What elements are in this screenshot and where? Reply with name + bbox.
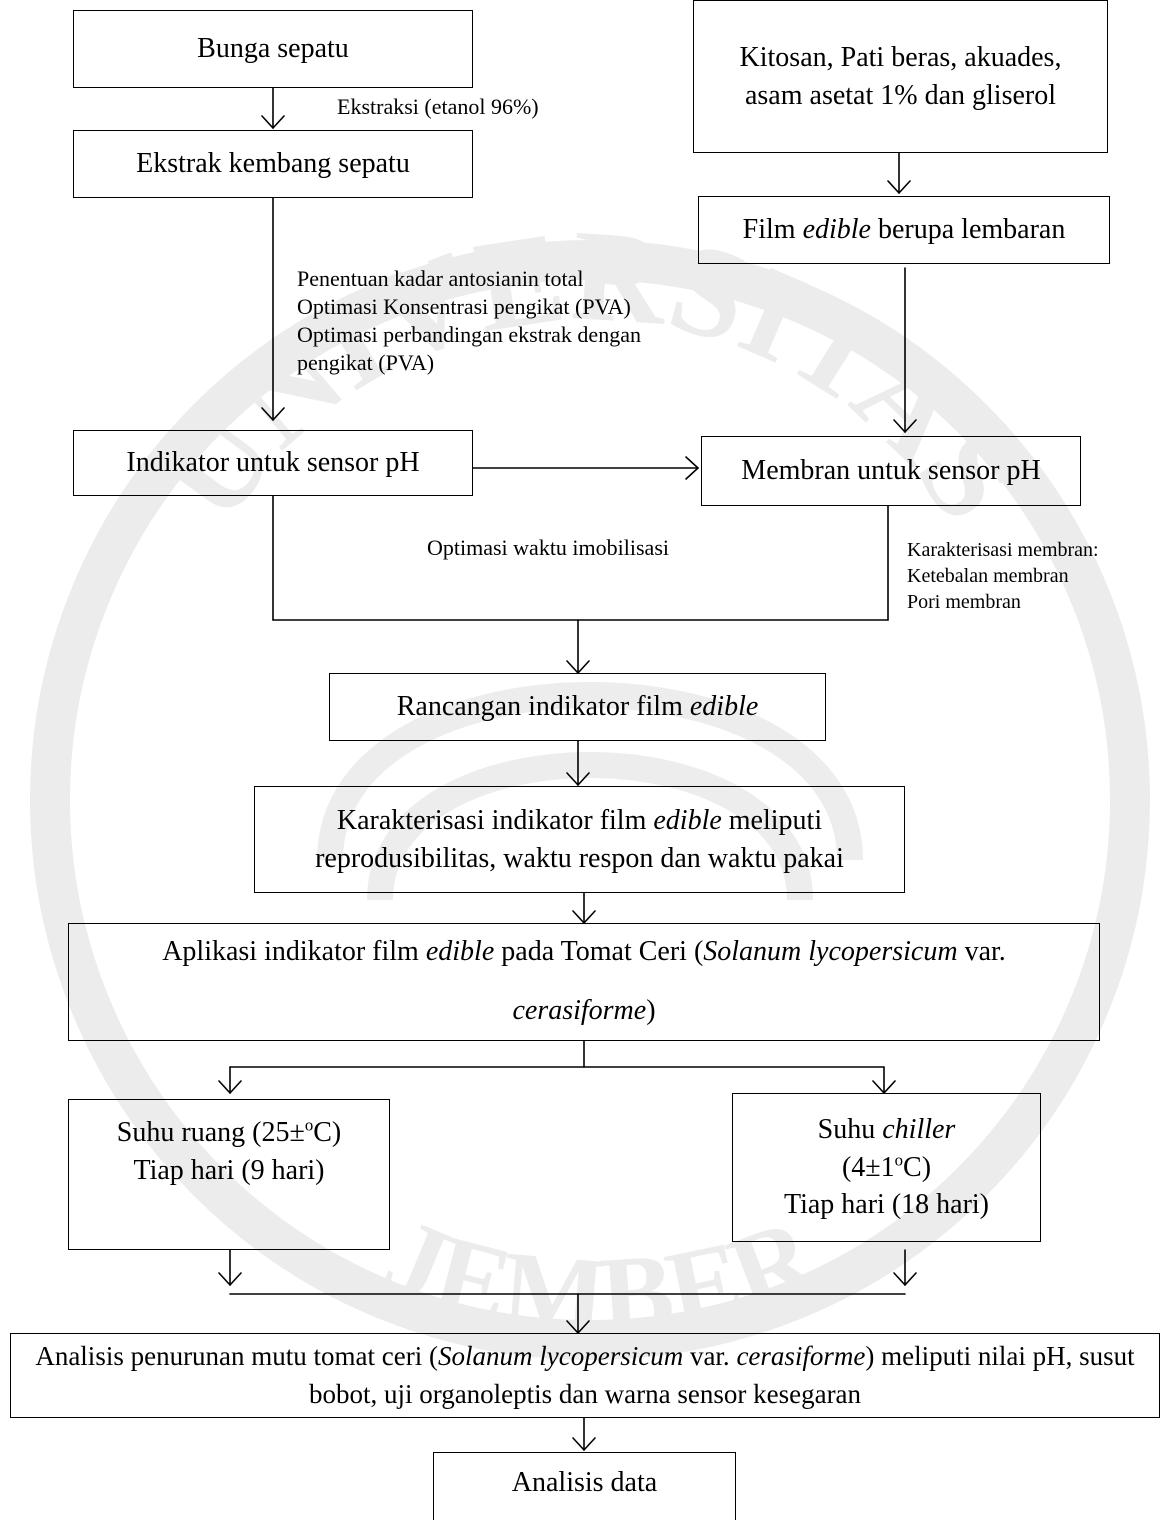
box-indikator-label: Indikator untuk sensor pH	[126, 447, 420, 479]
note-waktu-imobilisasi: Optimasi waktu imobilisasi	[427, 535, 669, 560]
box-analisis-data: Analisis data	[433, 1452, 736, 1520]
box-ekstrak: Ekstrak kembang sepatu	[73, 130, 473, 198]
box-suhu-ruang: Suhu ruang (25±oC) Tiap hari (9 hari)	[68, 1099, 390, 1250]
note-penentuan: Penentuan kadar antosianin total Optimas…	[297, 266, 641, 376]
box-suhu-chiller-label: Suhu chiller (4±1oC) Tiap hari (18 hari)	[783, 1113, 990, 1221]
box-bunga-sepatu: Bunga sepatu	[73, 10, 473, 88]
box-analisis-label: Analisis penurunan mutu tomat ceri (Sola…	[35, 1340, 1135, 1409]
box-ekstrak-label: Ekstrak kembang sepatu	[136, 148, 410, 180]
box-membran-label: Membran untuk sensor pH	[741, 455, 1041, 487]
box-membran-sensor: Membran untuk sensor pH	[701, 436, 1081, 506]
box-aplikasi-label: Aplikasi indikator film edible pada Toma…	[162, 936, 1006, 1026]
box-karakterisasi-label: Karakterisasi indikator film edible meli…	[315, 804, 844, 874]
box-suhu-ruang-label: Suhu ruang (25±oC) Tiap hari (9 hari)	[116, 1115, 342, 1186]
box-analisis-data-label: Analisis data	[511, 1467, 658, 1498]
box-aplikasi: Aplikasi indikator film edible pada Toma…	[68, 923, 1100, 1041]
note-karakterisasi-membran: Karakterisasi membran: Ketebalan membran…	[907, 539, 1099, 613]
box-film-edible: Film edible berupa lembaran	[698, 196, 1110, 264]
box-rancangan-label: Rancangan indikator film edible	[396, 691, 759, 723]
box-bahan-film: Kitosan, Pati beras, akuades, asam aseta…	[693, 0, 1108, 153]
box-film-label: Film edible berupa lembaran	[742, 214, 1066, 246]
box-suhu-chiller: Suhu chiller (4±1oC) Tiap hari (18 hari)	[732, 1093, 1041, 1242]
note-ekstraksi: Ekstraksi (etanol 96%)	[337, 94, 539, 119]
box-indikator-sensor: Indikator untuk sensor pH	[73, 430, 473, 496]
box-analisis-penurunan: Analisis penurunan mutu tomat ceri (Sola…	[10, 1333, 1160, 1418]
box-karakterisasi-indikator: Karakterisasi indikator film edible meli…	[254, 786, 905, 893]
box-bahan-label: Kitosan, Pati beras, akuades, asam aseta…	[739, 41, 1062, 111]
box-rancangan: Rancangan indikator film edible	[329, 673, 826, 741]
box-bunga-label: Bunga sepatu	[197, 33, 349, 65]
